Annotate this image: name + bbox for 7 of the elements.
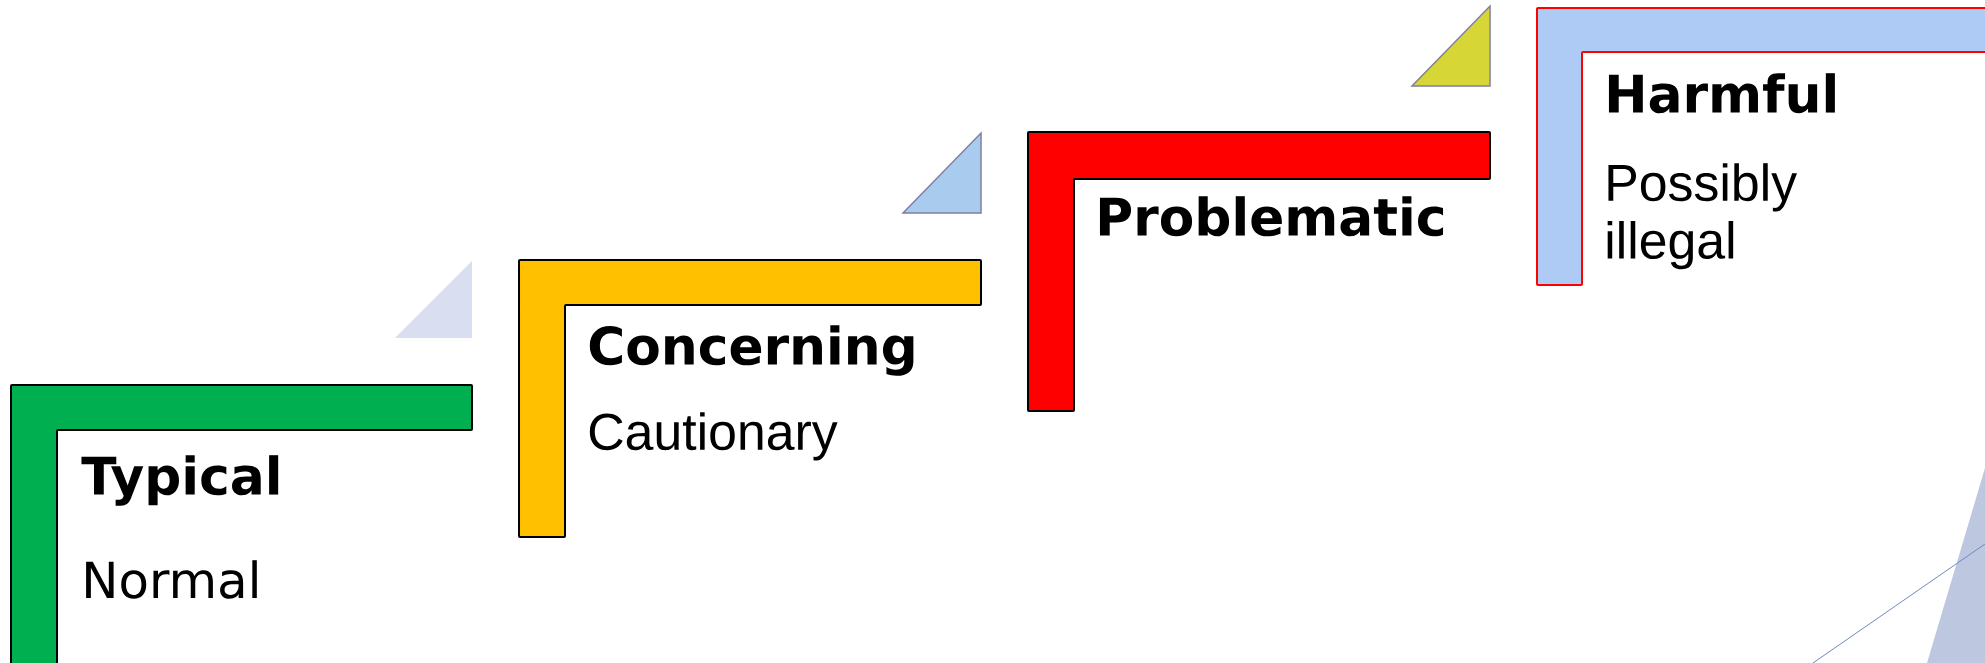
step-heading: Concerning <box>589 325 914 376</box>
step-description: Normal <box>86 560 257 599</box>
step-description: Cautionary <box>589 412 838 461</box>
step-heading: Typical <box>81 455 279 506</box>
step-description: Possibly illegal <box>1607 163 1797 270</box>
step-heading: Harmful <box>1608 73 1835 114</box>
step-heading: Problematic <box>1099 196 1444 237</box>
